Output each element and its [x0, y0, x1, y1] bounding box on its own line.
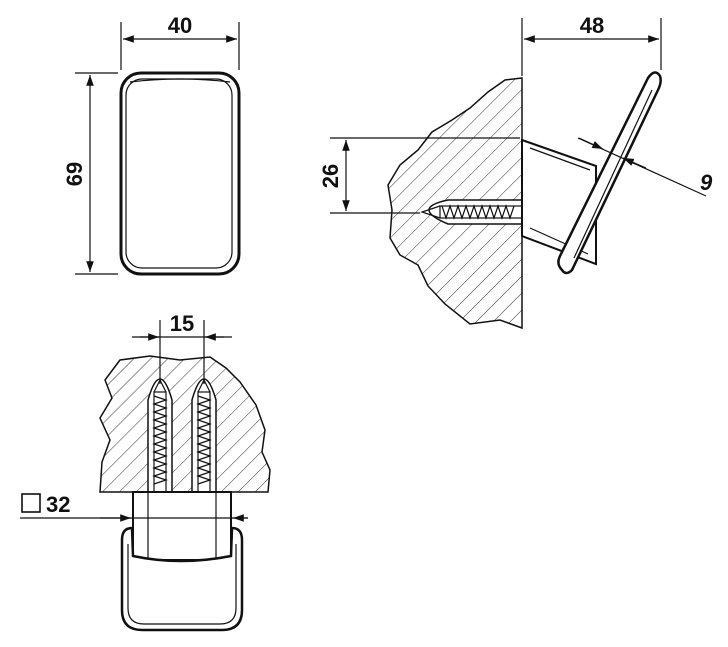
bottom-hook-body — [120, 526, 244, 632]
bottom-wall-section — [99, 355, 271, 493]
square-symbol-icon — [21, 493, 41, 513]
front-view: 40 69 — [62, 13, 241, 276]
side-view: 48 26 9 — [318, 13, 713, 330]
side-base-inner-top — [529, 147, 591, 171]
bottom-hook-inner — [127, 544, 237, 625]
side-screw-thread — [441, 204, 515, 220]
front-height-label: 69 — [62, 162, 87, 186]
bottom-view: 15 32 — [20, 311, 271, 632]
front-view-outline — [119, 71, 241, 276]
bottom-screw-left-thread — [152, 395, 168, 485]
front-width-label: 40 — [168, 13, 192, 38]
bottom-base-plate — [132, 491, 232, 561]
front-view-inner-outline — [125, 78, 233, 269]
side-thickness-arrow-a — [578, 137, 604, 150]
bottom-screw-right-thread — [196, 395, 212, 485]
side-hook-arm — [557, 71, 662, 275]
side-thickness-label: 9 — [700, 170, 713, 195]
bottom-square-label: 32 — [46, 492, 70, 517]
side-screw-tip — [420, 205, 441, 219]
bottom-spacing-label: 15 — [170, 311, 194, 336]
side-hook-arm-inner — [573, 89, 653, 259]
side-depth-label: 48 — [580, 13, 604, 38]
side-thickness-arrow-b — [622, 157, 647, 169]
side-height-label: 26 — [318, 164, 343, 188]
front-view-bevel — [129, 78, 231, 83]
